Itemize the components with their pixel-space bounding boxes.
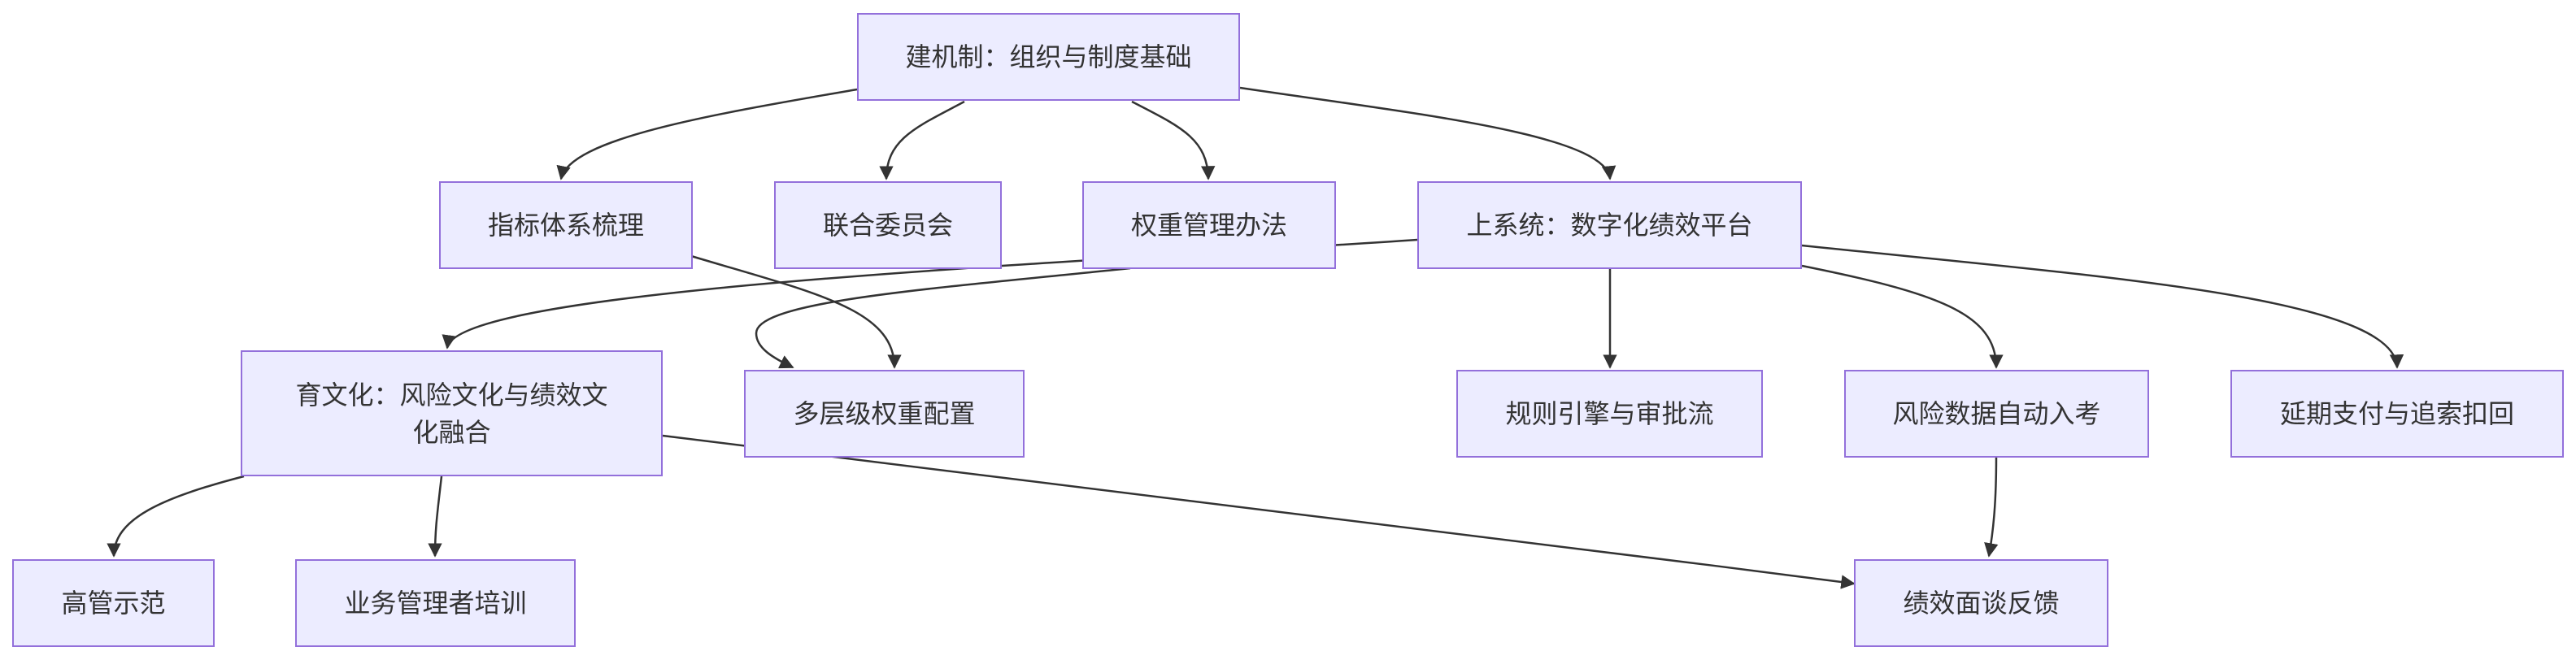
node-guize: 规则引擎与审批流	[1456, 370, 1763, 458]
edge-shangxitong-yanqi	[1801, 244, 2404, 369]
node-jianjizhi: 建机制：组织与制度基础	[857, 13, 1240, 101]
node-miantan: 绩效面谈反馈	[1854, 559, 2108, 647]
node-yuwenhua: 育文化：风险文化与绩效文化融合	[241, 350, 663, 476]
node-quanzhong-banfa: 权重管理办法	[1082, 181, 1336, 269]
node-shangxitong: 上系统：数字化绩效平台	[1417, 181, 1802, 269]
edge-fengxian-miantan	[1984, 456, 1999, 558]
edge-jianjizhi-lianhe	[879, 100, 965, 180]
edge-yuwenhua-miantan	[662, 434, 1856, 589]
node-gaoguan: 高管示范	[12, 559, 215, 647]
edge-jianjizhi-zhibiao	[556, 88, 858, 180]
edge-jianjizhi-shangxitong	[1239, 86, 1617, 180]
node-peixun: 业务管理者培训	[295, 559, 576, 647]
edge-yuwenhua-gaoguan	[107, 475, 245, 558]
edge-zhibiao-duocengji	[690, 254, 902, 369]
node-lianhe: 联合委员会	[774, 181, 1002, 269]
edge-quanzhong_banfa-duocengji	[755, 267, 1131, 369]
node-fengxian: 风险数据自动入考	[1844, 370, 2149, 458]
node-zhibiao: 指标体系梳理	[439, 181, 693, 269]
edge-jianjizhi-quanzhong_banfa	[1131, 100, 1216, 180]
edge-shangxitong-fengxian	[1801, 264, 2004, 369]
node-yanqi: 延期支付与追索扣回	[2230, 370, 2564, 458]
edge-yuwenhua-peixun	[428, 475, 443, 558]
node-duocengji: 多层级权重配置	[744, 370, 1025, 458]
